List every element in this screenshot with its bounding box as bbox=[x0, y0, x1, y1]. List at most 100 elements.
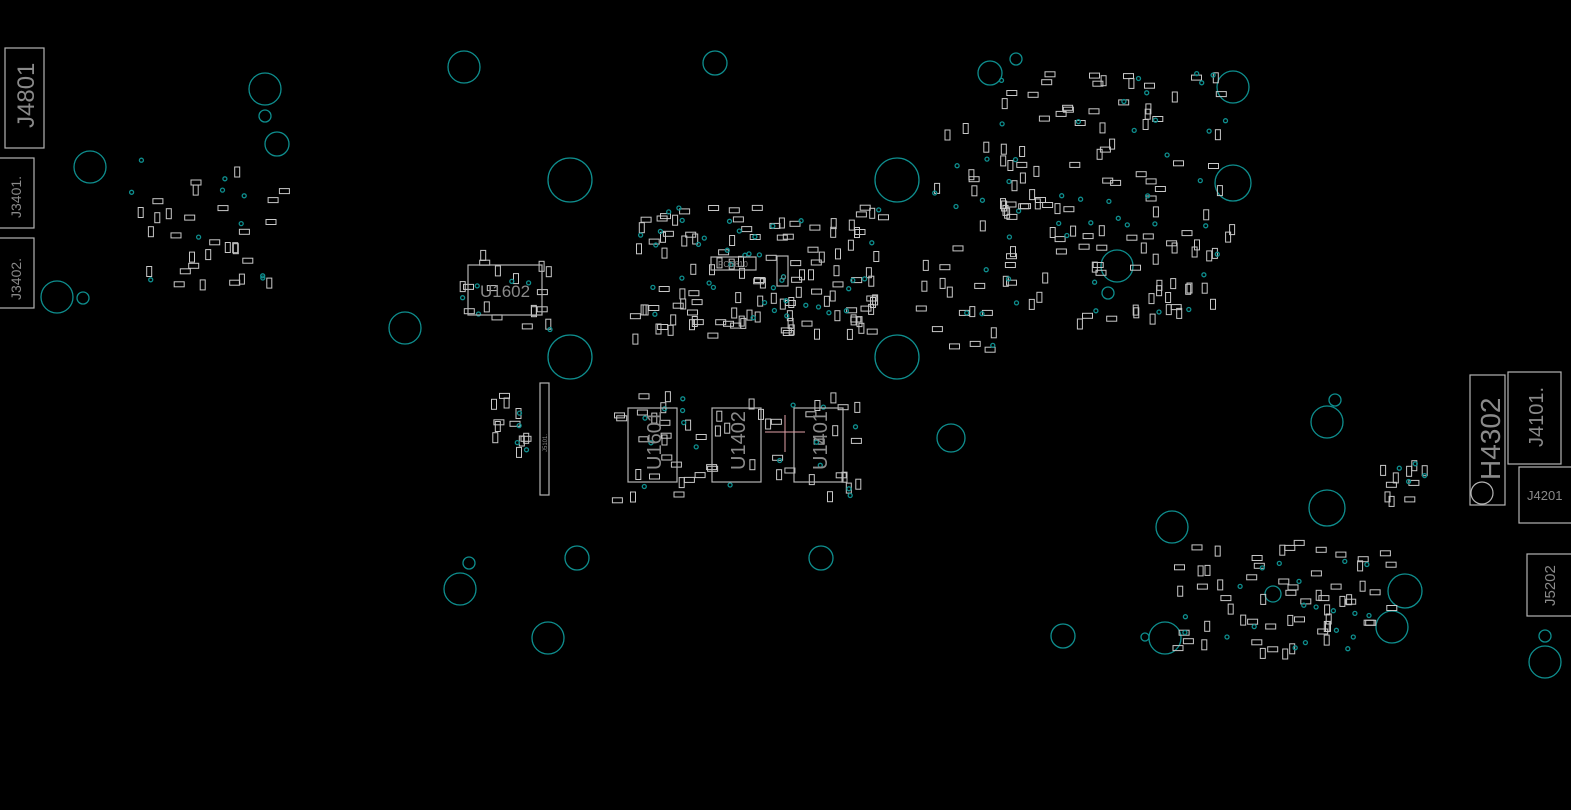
via bbox=[1366, 612, 1372, 619]
smd-pad bbox=[807, 246, 819, 253]
smd-pad bbox=[1251, 555, 1263, 561]
via bbox=[815, 304, 822, 310]
smd-pad bbox=[278, 188, 290, 195]
smd-pad bbox=[640, 216, 652, 223]
smd-pad bbox=[1044, 71, 1056, 78]
via bbox=[693, 444, 699, 450]
smd-pad bbox=[715, 319, 727, 326]
smd-pad bbox=[814, 328, 820, 340]
smd-pad bbox=[809, 224, 821, 231]
via bbox=[1005, 276, 1012, 282]
smd-pad bbox=[1006, 213, 1018, 220]
via bbox=[1214, 251, 1220, 257]
smd-pad bbox=[688, 290, 700, 297]
smd-pad bbox=[716, 257, 723, 269]
smd-pad bbox=[731, 307, 738, 319]
via bbox=[1237, 583, 1243, 590]
smd-pad bbox=[868, 275, 875, 287]
smd-pad bbox=[1260, 593, 1267, 605]
smd-pad bbox=[224, 242, 231, 253]
smd-pad bbox=[1154, 186, 1166, 192]
component-j5101[interactable]: J5101. bbox=[539, 382, 550, 496]
smd-pad bbox=[1287, 614, 1294, 626]
smd-pad bbox=[661, 247, 668, 259]
smd-pad bbox=[850, 437, 862, 444]
via bbox=[750, 315, 756, 321]
smd-pad bbox=[811, 288, 823, 295]
smd-pad bbox=[1142, 119, 1149, 130]
component-j4801[interactable]: J4801 bbox=[4, 47, 45, 149]
smd-pad bbox=[1214, 545, 1221, 557]
component-pce8100[interactable]: PCE810 bbox=[710, 256, 757, 271]
via bbox=[1405, 478, 1412, 485]
smd-pad bbox=[1287, 584, 1299, 591]
smd-pad bbox=[1325, 620, 1331, 632]
via-hole bbox=[564, 545, 590, 571]
smd-pad bbox=[939, 277, 946, 289]
component-u1601[interactable]: U1601 bbox=[627, 407, 678, 483]
via bbox=[1144, 90, 1150, 96]
component-j4201[interactable]: J4201 bbox=[1518, 466, 1571, 524]
label-j3401: J3401. bbox=[8, 176, 24, 218]
via bbox=[954, 163, 960, 169]
smd-pad bbox=[503, 397, 510, 409]
via bbox=[523, 447, 530, 453]
via bbox=[761, 299, 768, 306]
via bbox=[1421, 472, 1428, 479]
via bbox=[756, 252, 763, 258]
smd-pad bbox=[751, 204, 763, 211]
component-capacitor[interactable]: C bbox=[776, 255, 789, 287]
smd-pad bbox=[1166, 240, 1178, 247]
smd-pad bbox=[1181, 230, 1193, 237]
smd-pad bbox=[748, 398, 755, 410]
smd-pad bbox=[147, 226, 154, 238]
component-j4101[interactable]: J4101. bbox=[1507, 371, 1562, 465]
smd-pad bbox=[1004, 262, 1016, 268]
smd-pad bbox=[232, 243, 239, 255]
component-j3401[interactable]: J3401. bbox=[0, 157, 35, 229]
via bbox=[1015, 208, 1022, 214]
component-u1401[interactable]: U1401 bbox=[793, 407, 844, 483]
component-u1602[interactable]: U1602 bbox=[467, 264, 543, 316]
smd-pad bbox=[830, 392, 837, 404]
component-u1402[interactable]: U1402 bbox=[711, 407, 762, 483]
smd-pad bbox=[229, 279, 241, 286]
smd-pad bbox=[915, 305, 927, 312]
via bbox=[847, 492, 853, 499]
smd-pad bbox=[1293, 539, 1305, 546]
smd-pad bbox=[738, 315, 745, 327]
smd-pad bbox=[1128, 77, 1135, 89]
smd-pad bbox=[984, 346, 996, 353]
smd-pad bbox=[657, 324, 669, 330]
smd-pad bbox=[1109, 138, 1116, 150]
smd-pad bbox=[205, 249, 212, 261]
smd-pad bbox=[962, 123, 969, 134]
smd-pad bbox=[1055, 248, 1067, 255]
smd-pad bbox=[1212, 72, 1219, 84]
smd-pad bbox=[728, 207, 740, 214]
via-hole bbox=[1387, 573, 1423, 609]
smd-pad bbox=[872, 294, 879, 306]
smd-pad bbox=[1215, 91, 1227, 98]
smd-pad bbox=[616, 415, 628, 422]
via bbox=[138, 157, 145, 163]
smd-pad bbox=[1216, 185, 1223, 197]
smd-pad bbox=[685, 419, 692, 431]
smd-pad bbox=[1191, 544, 1203, 551]
smd-pad bbox=[779, 298, 786, 310]
smd-pad bbox=[683, 476, 695, 483]
via-hole bbox=[40, 280, 74, 314]
smd-pad bbox=[1285, 589, 1297, 596]
label-j4101: J4101. bbox=[1526, 387, 1548, 447]
smd-pad bbox=[1384, 491, 1391, 503]
smd-pad bbox=[1036, 291, 1043, 303]
smd-pad bbox=[1091, 261, 1098, 273]
smd-pad bbox=[1049, 227, 1056, 238]
smd-pad bbox=[968, 176, 980, 183]
component-j3402[interactable]: J3402. bbox=[0, 237, 35, 309]
via bbox=[843, 308, 850, 314]
component-h4302[interactable]: H4302 bbox=[1469, 374, 1506, 506]
component-j5202[interactable]: J5202 bbox=[1526, 553, 1571, 617]
smd-pad bbox=[1210, 298, 1216, 310]
